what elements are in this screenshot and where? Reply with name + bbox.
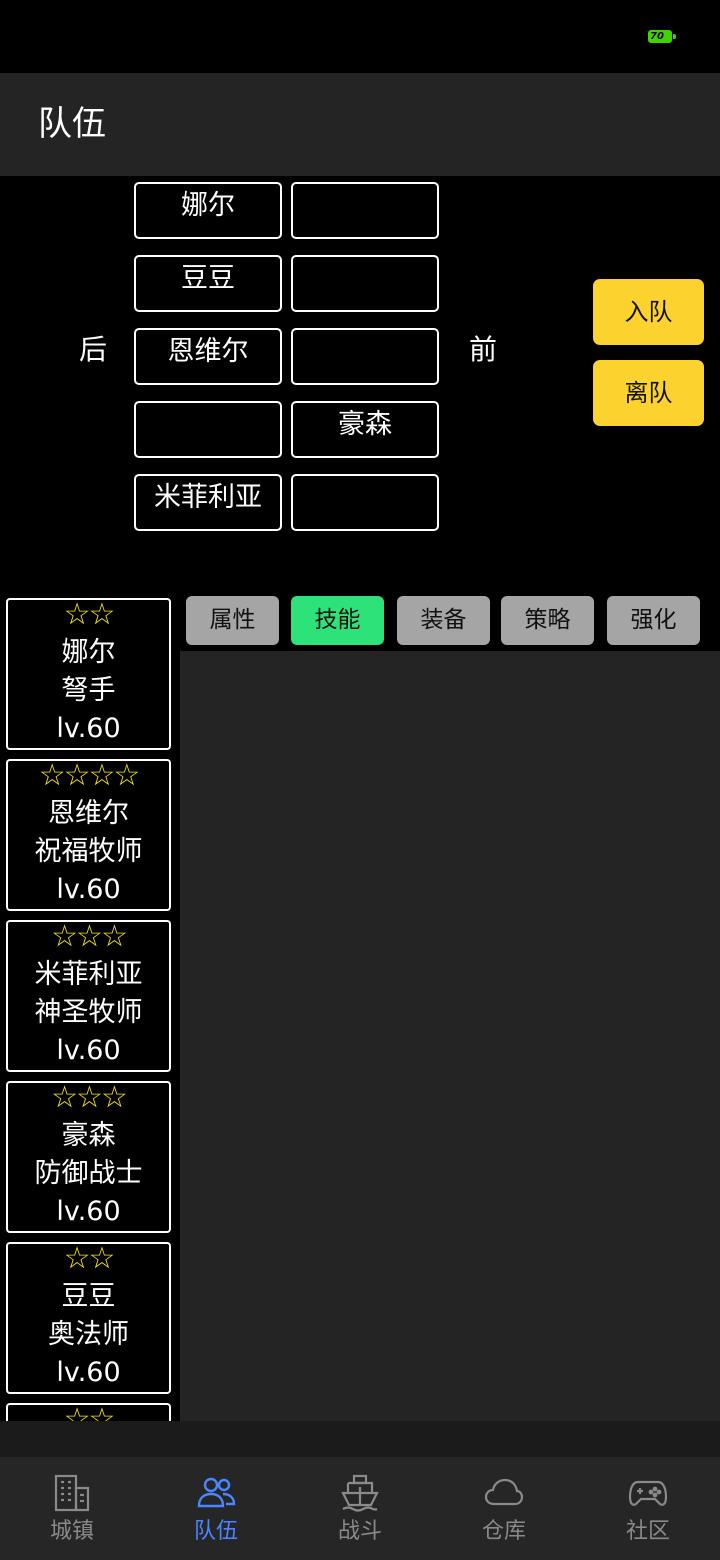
detail-content [180, 651, 720, 1421]
nav-team[interactable]: 队伍 [144, 1457, 288, 1560]
hero-name: 豪森 [61, 1120, 116, 1151]
hero-card[interactable]: ☆☆ 娜尔 弩手 lv.60 [6, 598, 171, 750]
nav-community[interactable]: 社区 [576, 1457, 720, 1560]
formation-panel: 后 前 娜尔 豆豆 恩维尔 豪森 米菲利亚 入队 离队 [0, 176, 720, 590]
hero-level: lv.60 [56, 1035, 121, 1066]
star-rating: ☆☆ [63, 1402, 116, 1422]
hero-level: lv.60 [56, 1357, 121, 1388]
hero-list[interactable]: ☆☆ 娜尔 弩手 lv.60 ☆☆☆☆ 恩维尔 祝福牧师 lv.60 ☆☆☆ 米… [0, 590, 180, 1421]
hero-card[interactable]: ☆☆☆☆ 恩维尔 祝福牧师 lv.60 [6, 759, 171, 911]
tab-equipment[interactable]: 装备 [397, 596, 490, 645]
formation-slot-front-5[interactable] [291, 474, 439, 531]
hero-level: lv.60 [56, 713, 121, 744]
gamepad-icon [628, 1480, 668, 1506]
formation-slot-front-4[interactable]: 豪森 [291, 401, 439, 458]
formation-slot-back-3[interactable]: 恩维尔 [134, 328, 282, 385]
star-rating: ☆☆☆ [51, 1080, 128, 1115]
tab-skills[interactable]: 技能 [291, 596, 384, 645]
ship-icon [341, 1474, 379, 1512]
star-rating: ☆☆☆ [51, 919, 128, 954]
bottom-nav: 城镇 队伍 战斗 仓库 社区 [0, 1457, 720, 1560]
formation-slot-back-1[interactable]: 娜尔 [134, 182, 282, 239]
hero-class: 弩手 [61, 675, 116, 706]
star-rating: ☆☆ [63, 597, 116, 632]
formation-slot-back-5[interactable]: 米菲利亚 [134, 474, 282, 531]
building-icon [54, 1474, 90, 1512]
title-bar: 队伍 [0, 73, 720, 176]
hero-class: 防御战士 [34, 1158, 143, 1189]
hero-name: 豆豆 [61, 1281, 116, 1312]
hero-class: 奥法师 [48, 1319, 129, 1350]
hero-name: 米菲利亚 [34, 959, 143, 990]
formation-slot-back-4[interactable] [134, 401, 282, 458]
status-bar: 70 [0, 0, 720, 73]
nav-battle[interactable]: 战斗 [288, 1457, 432, 1560]
team-icon [197, 1477, 236, 1508]
star-rating: ☆☆ [63, 1241, 116, 1276]
hero-class: 祝福牧师 [34, 836, 143, 867]
back-row-label: 后 [79, 333, 108, 366]
hero-card[interactable]: ☆☆☆ 豪森 防御战士 lv.60 [6, 1081, 171, 1233]
join-team-button[interactable]: 入队 [593, 279, 704, 345]
hero-card[interactable]: ☆☆ [6, 1403, 171, 1421]
cloud-icon [484, 1478, 524, 1506]
tab-enhance[interactable]: 强化 [607, 596, 700, 645]
star-rating: ☆☆☆☆ [38, 758, 141, 793]
nav-label: 仓库 [481, 1519, 526, 1544]
hero-name: 娜尔 [61, 637, 116, 668]
formation-slot-front-2[interactable] [291, 255, 439, 312]
nav-label: 社区 [625, 1519, 670, 1544]
nav-label: 城镇 [49, 1519, 94, 1544]
hero-level: lv.60 [56, 874, 121, 905]
spacer [0, 1421, 720, 1457]
front-row-label: 前 [469, 333, 498, 366]
hero-class: 神圣牧师 [34, 997, 143, 1028]
hero-level: lv.60 [56, 1196, 121, 1227]
tab-strategy[interactable]: 策略 [501, 596, 594, 645]
nav-town[interactable]: 城镇 [0, 1457, 144, 1560]
formation-slot-front-1[interactable] [291, 182, 439, 239]
nav-label: 战斗 [337, 1519, 382, 1544]
hero-card[interactable]: ☆☆☆ 米菲利亚 神圣牧师 lv.60 [6, 920, 171, 1072]
tab-attributes[interactable]: 属性 [186, 596, 279, 645]
detail-tabs: 属性 技能 装备 策略 强化 [180, 590, 720, 651]
page-title: 队伍 [38, 104, 106, 144]
hero-card[interactable]: ☆☆ 豆豆 奥法师 lv.60 [6, 1242, 171, 1394]
hero-name: 恩维尔 [48, 798, 129, 829]
nav-warehouse[interactable]: 仓库 [432, 1457, 576, 1560]
battery-icon: 70 [648, 30, 676, 43]
leave-team-button[interactable]: 离队 [593, 360, 704, 426]
nav-label: 队伍 [193, 1519, 238, 1544]
formation-slot-front-3[interactable] [291, 328, 439, 385]
formation-slot-back-2[interactable]: 豆豆 [134, 255, 282, 312]
